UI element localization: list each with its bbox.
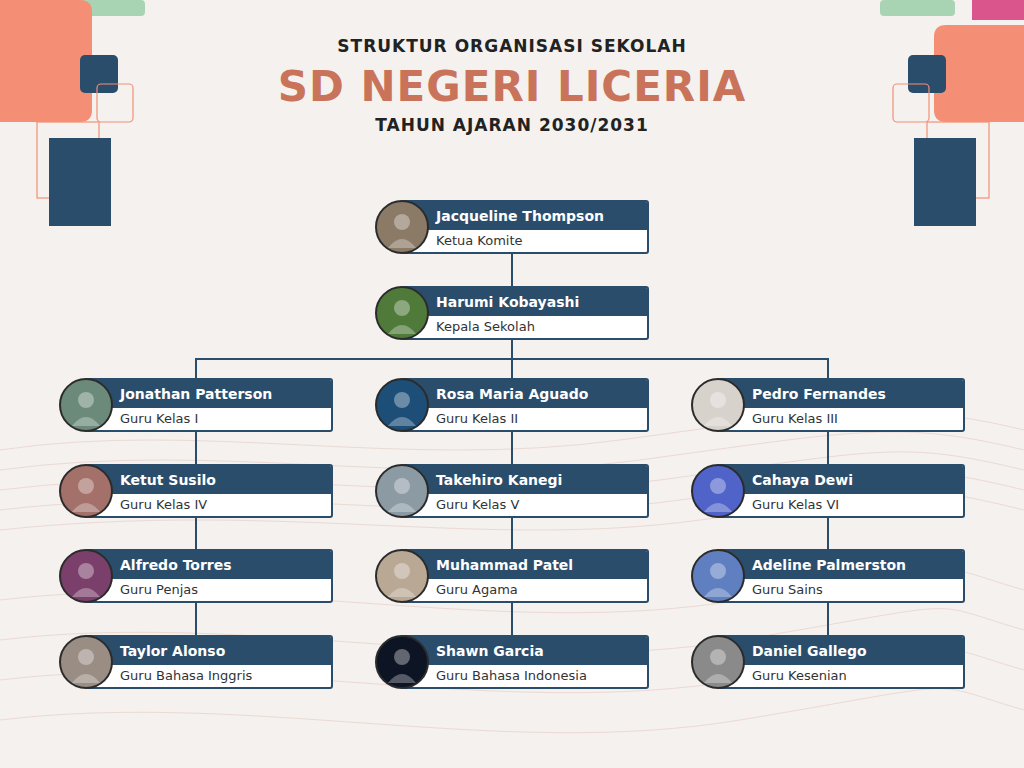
- card-frame: Takehiro KanegiGuru Kelas V: [402, 464, 649, 518]
- card-frame: Ketut SusiloGuru Kelas IV: [86, 464, 333, 518]
- card-header: Taylor Alonso: [88, 637, 331, 665]
- card-frame: Jacqueline ThompsonKetua Komite: [402, 200, 649, 254]
- person-card: Alfredo TorresGuru Penjas: [59, 549, 333, 603]
- org-connector: [511, 518, 513, 549]
- org-connector: [195, 432, 197, 464]
- card-header: Cahaya Dewi: [720, 466, 963, 494]
- person-photo: [691, 378, 745, 432]
- card-header: Shawn Garcia: [404, 637, 647, 665]
- person-name: Adeline Palmerston: [720, 551, 906, 579]
- card-frame: Rosa Maria AguadoGuru Kelas II: [402, 378, 649, 432]
- org-connector: [511, 254, 513, 286]
- person-card: Muhammad PatelGuru Agama: [375, 549, 649, 603]
- org-connector: [196, 340, 512, 378]
- person-name: Muhammad Patel: [404, 551, 573, 579]
- org-connector: [827, 432, 829, 464]
- person-photo: [59, 378, 113, 432]
- card-header: Daniel Gallego: [720, 637, 963, 665]
- card-frame: Daniel GallegoGuru Kesenian: [718, 635, 965, 689]
- card-header: Alfredo Torres: [88, 551, 331, 579]
- person-name: Harumi Kobayashi: [404, 288, 579, 316]
- org-connector: [511, 432, 513, 464]
- person-card: Shawn GarciaGuru Bahasa Indonesia: [375, 635, 649, 689]
- card-frame: Alfredo TorresGuru Penjas: [86, 549, 333, 603]
- person-photo: [375, 286, 429, 340]
- person-card: Jonathan PattersonGuru Kelas I: [59, 378, 333, 432]
- card-header: Pedro Fernandes: [720, 380, 963, 408]
- card-header: Adeline Palmerston: [720, 551, 963, 579]
- org-connector: [195, 603, 197, 635]
- person-card: Jacqueline ThompsonKetua Komite: [375, 200, 649, 254]
- person-photo: [375, 635, 429, 689]
- card-header: Jonathan Patterson: [88, 380, 331, 408]
- person-photo: [691, 464, 745, 518]
- person-photo: [59, 464, 113, 518]
- person-photo: [375, 200, 429, 254]
- person-photo: [375, 378, 429, 432]
- person-role: Guru Bahasa Indonesia: [404, 665, 587, 687]
- org-connector: [512, 340, 828, 378]
- card-frame: Adeline PalmerstonGuru Sains: [718, 549, 965, 603]
- person-card: Cahaya DewiGuru Kelas VI: [691, 464, 965, 518]
- person-photo: [375, 464, 429, 518]
- person-card: Rosa Maria AguadoGuru Kelas II: [375, 378, 649, 432]
- header-line: TAHUN AJARAN 2030/2031: [0, 115, 1024, 135]
- person-photo: [375, 549, 429, 603]
- card-frame: Shawn GarciaGuru Bahasa Indonesia: [402, 635, 649, 689]
- card-header: Jacqueline Thompson: [404, 202, 647, 230]
- subtitle-text: TAHUN AJARAN 2030/2031: [375, 115, 648, 135]
- card-frame: Muhammad PatelGuru Agama: [402, 549, 649, 603]
- person-card: Taylor AlonsoGuru Bahasa Inggris: [59, 635, 333, 689]
- person-name: Jonathan Patterson: [88, 380, 272, 408]
- person-role: Guru Bahasa Inggris: [88, 665, 252, 687]
- card-header: Muhammad Patel: [404, 551, 647, 579]
- person-photo: [691, 635, 745, 689]
- card-frame: Cahaya DewiGuru Kelas VI: [718, 464, 965, 518]
- card-header: Rosa Maria Aguado: [404, 380, 647, 408]
- card-frame: Harumi KobayashiKepala Sekolah: [402, 286, 649, 340]
- card-frame: Taylor AlonsoGuru Bahasa Inggris: [86, 635, 333, 689]
- person-photo: [691, 549, 745, 603]
- person-card: Adeline PalmerstonGuru Sains: [691, 549, 965, 603]
- person-photo: [59, 549, 113, 603]
- person-card: Pedro FernandesGuru Kelas III: [691, 378, 965, 432]
- card-frame: Pedro FernandesGuru Kelas III: [718, 378, 965, 432]
- org-connector: [511, 603, 513, 635]
- person-card: Ketut SusiloGuru Kelas IV: [59, 464, 333, 518]
- header-title: SD NEGERI LICERIA: [0, 62, 1024, 111]
- person-name: Jacqueline Thompson: [404, 202, 604, 230]
- person-photo: [59, 635, 113, 689]
- card-frame: Jonathan PattersonGuru Kelas I: [86, 378, 333, 432]
- card-header: Ketut Susilo: [88, 466, 331, 494]
- org-connector: [827, 603, 829, 635]
- header-line: STRUKTUR ORGANISASI SEKOLAH: [0, 36, 1024, 56]
- org-connector: [195, 518, 197, 549]
- person-card: Daniel GallegoGuru Kesenian: [691, 635, 965, 689]
- org-connector: [827, 518, 829, 549]
- title-text: SD NEGERI LICERIA: [278, 62, 747, 111]
- person-card: Harumi KobayashiKepala Sekolah: [375, 286, 649, 340]
- card-header: Takehiro Kanegi: [404, 466, 647, 494]
- card-header: Harumi Kobayashi: [404, 288, 647, 316]
- person-card: Takehiro KanegiGuru Kelas V: [375, 464, 649, 518]
- person-name: Rosa Maria Aguado: [404, 380, 588, 408]
- subtitle-text: STRUKTUR ORGANISASI SEKOLAH: [337, 36, 686, 56]
